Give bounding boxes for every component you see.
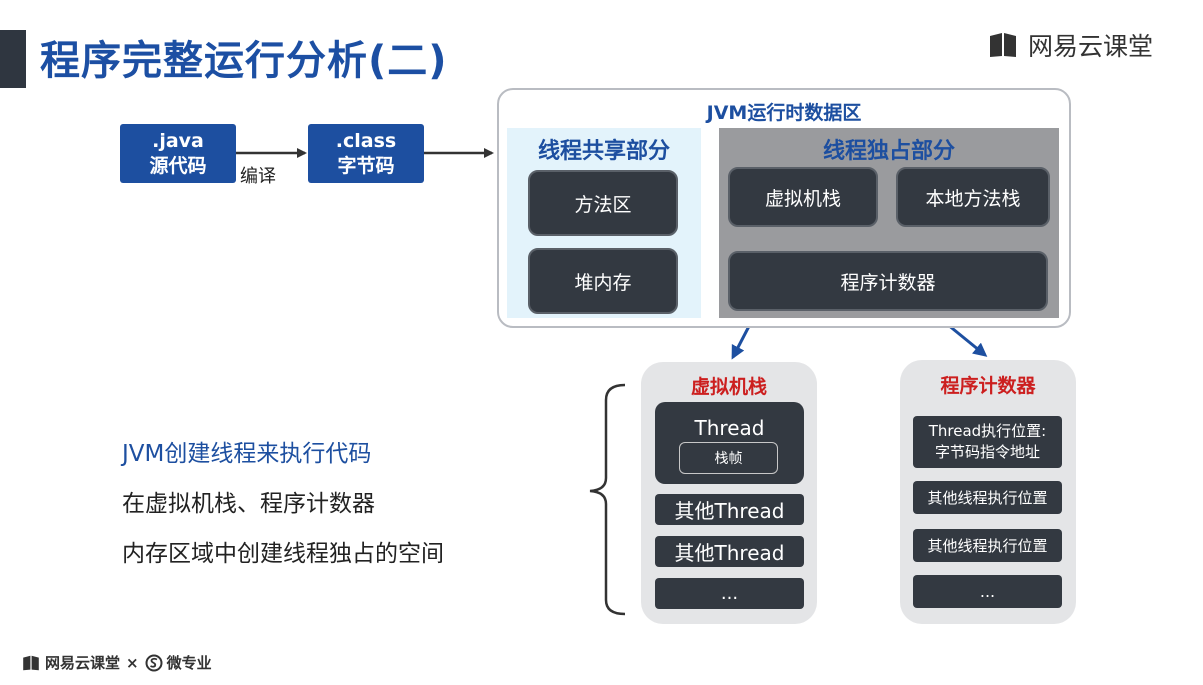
class-label: 字节码 — [337, 154, 395, 177]
footer-partner: 微专业 — [166, 654, 212, 672]
pc-current-thread-line1: Thread执行位置: — [928, 422, 1047, 440]
method-area-box: 方法区 — [528, 170, 678, 236]
vm-stack-ellipsis: ... — [655, 578, 804, 609]
thread-label: Thread — [694, 416, 765, 440]
other-thread-1: 其他Thread — [655, 494, 804, 525]
java-source-ext: .java — [152, 129, 204, 152]
micro-major-logo-icon — [145, 654, 163, 671]
brand-logo-top: 网易云课堂 — [988, 30, 1154, 61]
pc-register-box: 程序计数器 — [728, 251, 1048, 311]
description-line-1: JVM创建线程来执行代码 — [122, 441, 372, 467]
pc-other-1: 其他线程执行位置 — [913, 481, 1062, 514]
pc-detail-title: 程序计数器 — [940, 375, 1036, 397]
book-icon — [990, 33, 1016, 57]
footer-brand: 网易云课堂 — [45, 654, 121, 672]
exclusive-panel-title: 线程独占部分 — [822, 139, 955, 164]
group-brace — [589, 383, 626, 616]
other-thread-2: 其他Thread — [655, 536, 804, 567]
description-line-3: 内存区域中创建线程独占的空间 — [122, 541, 444, 567]
description-line-2: 在虚拟机栈、程序计数器 — [122, 491, 375, 517]
pc-current-thread-line2: 字节码指令地址 — [934, 443, 1040, 461]
pc-ellipsis: ... — [913, 575, 1062, 608]
native-stack-box: 本地方法栈 — [896, 167, 1050, 227]
brand-logo-bottom: 网易云课堂 × 微专业 — [22, 652, 212, 673]
compile-label: 编译 — [240, 166, 276, 187]
class-ext: .class — [335, 129, 397, 152]
vm-stack-box: 虚拟机栈 — [728, 167, 878, 227]
java-source-label: 源代码 — [149, 154, 207, 177]
jvm-title: JVM运行时数据区 — [706, 102, 862, 124]
footer-times: × — [126, 653, 139, 672]
brand-name: 网易云课堂 — [1028, 32, 1154, 61]
java-source-box: .java 源代码 — [120, 124, 236, 183]
shared-panel-title: 线程共享部分 — [537, 139, 670, 164]
pc-other-2: 其他线程执行位置 — [913, 529, 1062, 562]
pc-current-thread-box: Thread执行位置: 字节码指令地址 — [913, 416, 1062, 468]
page-title: 程序完整运行分析(二) — [40, 38, 448, 84]
title-accent-bar — [0, 30, 26, 88]
book-icon — [23, 655, 39, 670]
class-bytecode-box: .class 字节码 — [308, 124, 424, 183]
heap-box: 堆内存 — [528, 248, 678, 314]
stack-frame-box: 栈帧 — [679, 442, 778, 474]
vm-stack-detail-title: 虚拟机栈 — [690, 376, 767, 398]
